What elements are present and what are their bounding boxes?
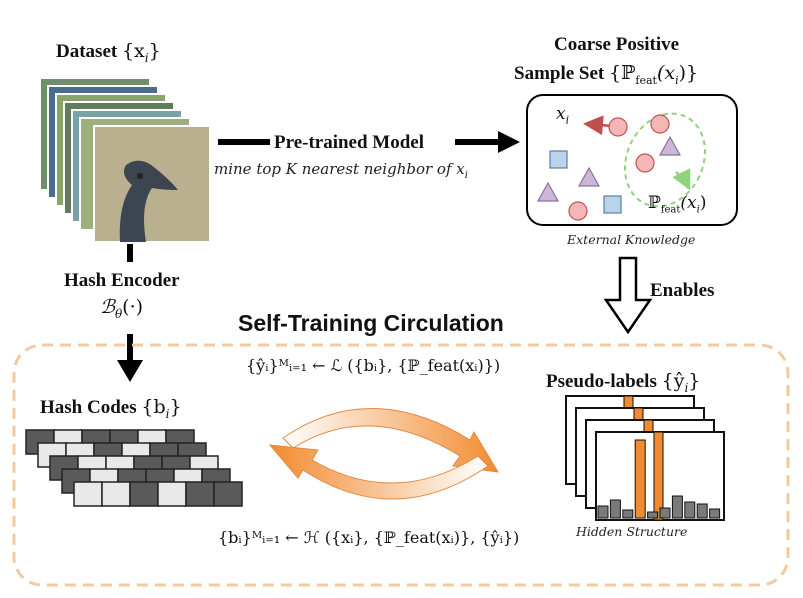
histogram-bar xyxy=(659,507,671,519)
hash-code-bit xyxy=(129,481,159,507)
hash-codes-stack xyxy=(25,429,243,507)
external-knowledge-caption: External Knowledge xyxy=(567,232,696,247)
self-training-region xyxy=(12,343,790,587)
encoder-arrow xyxy=(117,244,143,382)
cycle-arrows xyxy=(268,408,499,500)
histogram-bar xyxy=(597,505,609,519)
histogram-bar xyxy=(684,501,696,519)
hidden-structure-caption: Hidden Structure xyxy=(576,524,688,539)
panel-pfeat-label: ℙfeat(xi) xyxy=(648,193,707,216)
formula-top: {ŷᵢ}ᴹᵢ₌₁ ← ℒ ({bᵢ}, {ℙ_feat(xᵢ)}) xyxy=(246,356,501,375)
histogram-bar xyxy=(647,511,659,519)
external-knowledge-panel xyxy=(526,94,738,226)
pretrained-arrow xyxy=(218,131,520,153)
histogram-bar xyxy=(634,439,646,519)
enables-arrow xyxy=(603,256,653,335)
pseudo-label-peak xyxy=(653,431,664,521)
hash-code-bit xyxy=(101,481,131,507)
hash-codes-title: Hash Codes {bi} xyxy=(40,396,182,421)
histogram-bar xyxy=(709,508,721,519)
dataset-image-stack xyxy=(39,77,211,243)
hash-code-row xyxy=(73,481,243,507)
panel-xi-label: xi xyxy=(556,104,570,127)
histogram-bar xyxy=(671,495,683,519)
pseudo-labels-stack xyxy=(565,395,725,521)
histogram-bar xyxy=(622,509,634,519)
hash-encoder-label: Hash Encoder xyxy=(64,270,180,291)
histogram-bar xyxy=(696,503,708,519)
coarse-title-line2: Sample Set {ℙfeat(xi)} xyxy=(514,62,699,87)
pretrained-model-note: mine top K nearest neighbor of xi xyxy=(214,160,468,181)
hash-code-bit xyxy=(157,481,187,507)
hash-code-bit xyxy=(73,481,103,507)
dataset-title: Dataset {xi} xyxy=(56,40,161,65)
pretrained-model-label: Pre-trained Model xyxy=(274,132,425,153)
coarse-title-line1: Coarse Positive xyxy=(554,34,680,55)
hash-code-bit xyxy=(213,481,243,507)
hash-encoder-symbol: ℬθ(·) xyxy=(100,296,144,321)
formula-bottom: {bᵢ}ᴹᵢ₌₁ ← ℋ ({xᵢ}, {ℙ_feat(xᵢ)}, {ŷᵢ}) xyxy=(218,528,520,547)
enables-label: Enables xyxy=(650,280,715,301)
self-training-title: Self-Training Circulation xyxy=(238,310,504,336)
hash-code-bit xyxy=(185,481,215,507)
pseudo-labels-title: Pseudo-labels {ŷi} xyxy=(546,370,701,395)
histogram-bar xyxy=(609,499,621,519)
emu-photo xyxy=(93,125,211,243)
